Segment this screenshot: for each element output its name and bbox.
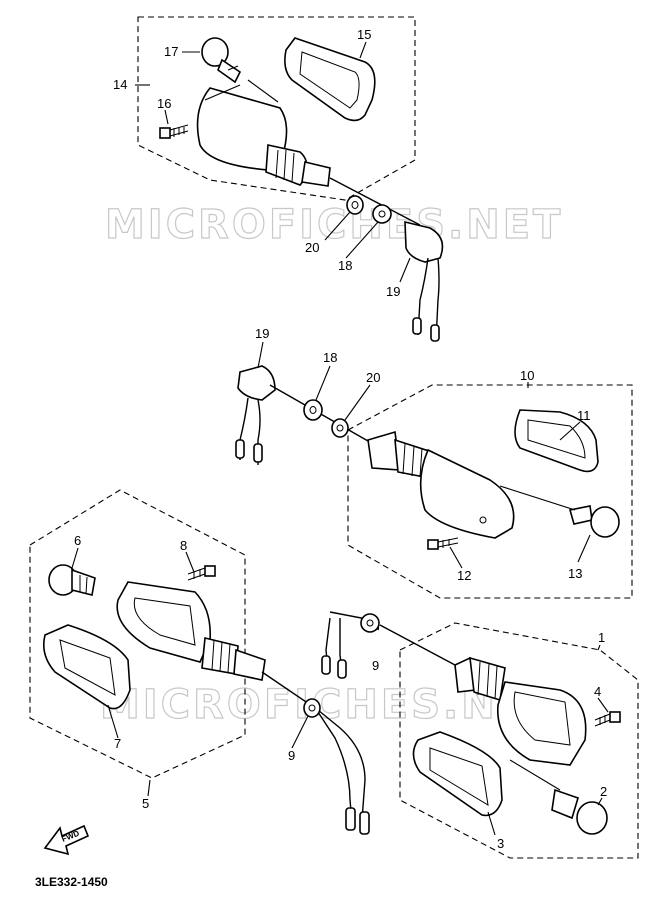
housing-5-part: [116, 581, 266, 681]
wire-bottom-right: [379, 624, 456, 666]
wire-top: [329, 177, 421, 226]
bulb-17-part: [201, 37, 242, 84]
wire-bottom-left: [261, 671, 366, 821]
callout-19-mid: 19: [255, 326, 269, 341]
callout-18-top: 18: [338, 258, 352, 273]
callout-9-left: 9: [288, 748, 295, 763]
callout-7: 7: [114, 736, 121, 751]
assembly-14: [135, 16, 444, 342]
assembly-1: [321, 611, 639, 859]
callout-18-mid: 18: [323, 350, 337, 365]
grommet-18-mid: [303, 399, 323, 421]
screw-12-part: [427, 537, 459, 550]
callout-9-right: 9: [372, 658, 379, 673]
wire-mid: [269, 384, 376, 446]
housing-14-part: [196, 87, 331, 187]
lens-7-part: [42, 624, 131, 710]
screw-4-part: [594, 711, 621, 727]
grommet-19-top: [404, 220, 444, 342]
grommet-9-left: [303, 698, 321, 718]
callout-4: 4: [594, 684, 601, 699]
watermark-top: MICROFICHES.NET: [105, 202, 563, 248]
assembly-5-boundary: [29, 489, 246, 779]
forward-arrow-icon: FWD: [43, 824, 90, 856]
callout-20-mid: 20: [366, 370, 380, 385]
callout-6: 6: [74, 533, 81, 548]
assembly-14-boundary: [137, 16, 416, 201]
callout-19-top: 19: [386, 284, 400, 299]
bulb-13-part: [568, 505, 620, 538]
callout-20-top: 20: [305, 240, 319, 255]
grommet-20-mid: [331, 418, 349, 438]
bulb-6-part: [48, 564, 96, 596]
callout-5: 5: [142, 796, 149, 811]
grommet-19-mid: [235, 365, 276, 465]
lens-3-part: [412, 731, 503, 817]
screw-8-part: [187, 565, 216, 581]
assembly-1-boundary: [399, 622, 639, 859]
callout-10: 10: [520, 368, 534, 383]
callout-labels: 1 2 3 4 5 6 7 8 9 9 10 11 12 13 14 15 16…: [74, 27, 607, 851]
callout-8: 8: [180, 538, 187, 553]
callout-16: 16: [157, 96, 171, 111]
grommet-18-top: [372, 204, 392, 224]
assembly-10-boundary: [347, 384, 633, 599]
housing-10-part: [367, 430, 515, 539]
callout-14: 14: [113, 77, 127, 92]
housing-1-part: [454, 656, 587, 766]
lens-11-part: [514, 409, 599, 473]
bulb-2-part: [551, 788, 608, 835]
callout-13: 13: [568, 566, 582, 581]
assembly-5: [29, 489, 370, 835]
callout-15: 15: [357, 27, 371, 42]
callout-17: 17: [164, 44, 178, 59]
callout-1: 1: [598, 630, 605, 645]
assembly-10: [235, 341, 633, 599]
callout-2: 2: [600, 784, 607, 799]
callout-11: 11: [577, 408, 591, 423]
grommet-20-top: [346, 195, 364, 215]
grommet-9-right: [321, 611, 380, 679]
callout-3: 3: [497, 836, 504, 851]
diagram-code: 3LE332-1450: [35, 875, 108, 889]
callout-12: 12: [457, 568, 471, 583]
screw-16-part: [159, 124, 189, 139]
lens-15-part: [284, 37, 376, 122]
